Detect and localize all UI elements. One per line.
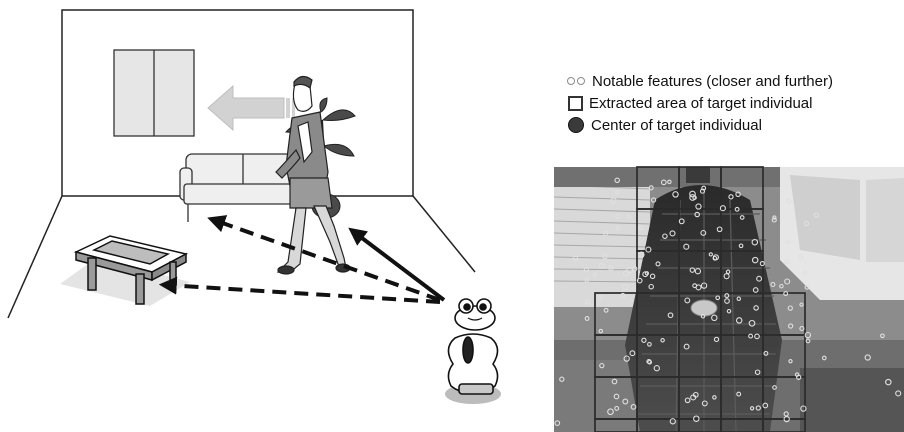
legend-label-center: Center of target individual (591, 117, 762, 134)
feature-markers-icon (566, 76, 588, 86)
robot (445, 299, 501, 404)
legend-label-features: Notable features (closer and further) (592, 73, 833, 90)
legend-label-area: Extracted area of target individual (589, 95, 812, 112)
floor-left-edge (8, 196, 62, 318)
arrow-to-table (166, 285, 440, 302)
motion-arrow (208, 86, 295, 130)
center-marker (691, 300, 717, 316)
table (60, 236, 190, 306)
legend-item-area: Extracted area of target individual (566, 92, 812, 114)
center-dot-icon (568, 117, 584, 133)
arrow-to-person (354, 232, 444, 300)
window (114, 50, 194, 136)
extracted-area-box-icon (568, 96, 583, 111)
legend-item-center: Center of target individual (566, 114, 762, 136)
floor-right-edge (413, 196, 475, 272)
legend-item-features: Notable features (closer and further) (566, 70, 833, 92)
